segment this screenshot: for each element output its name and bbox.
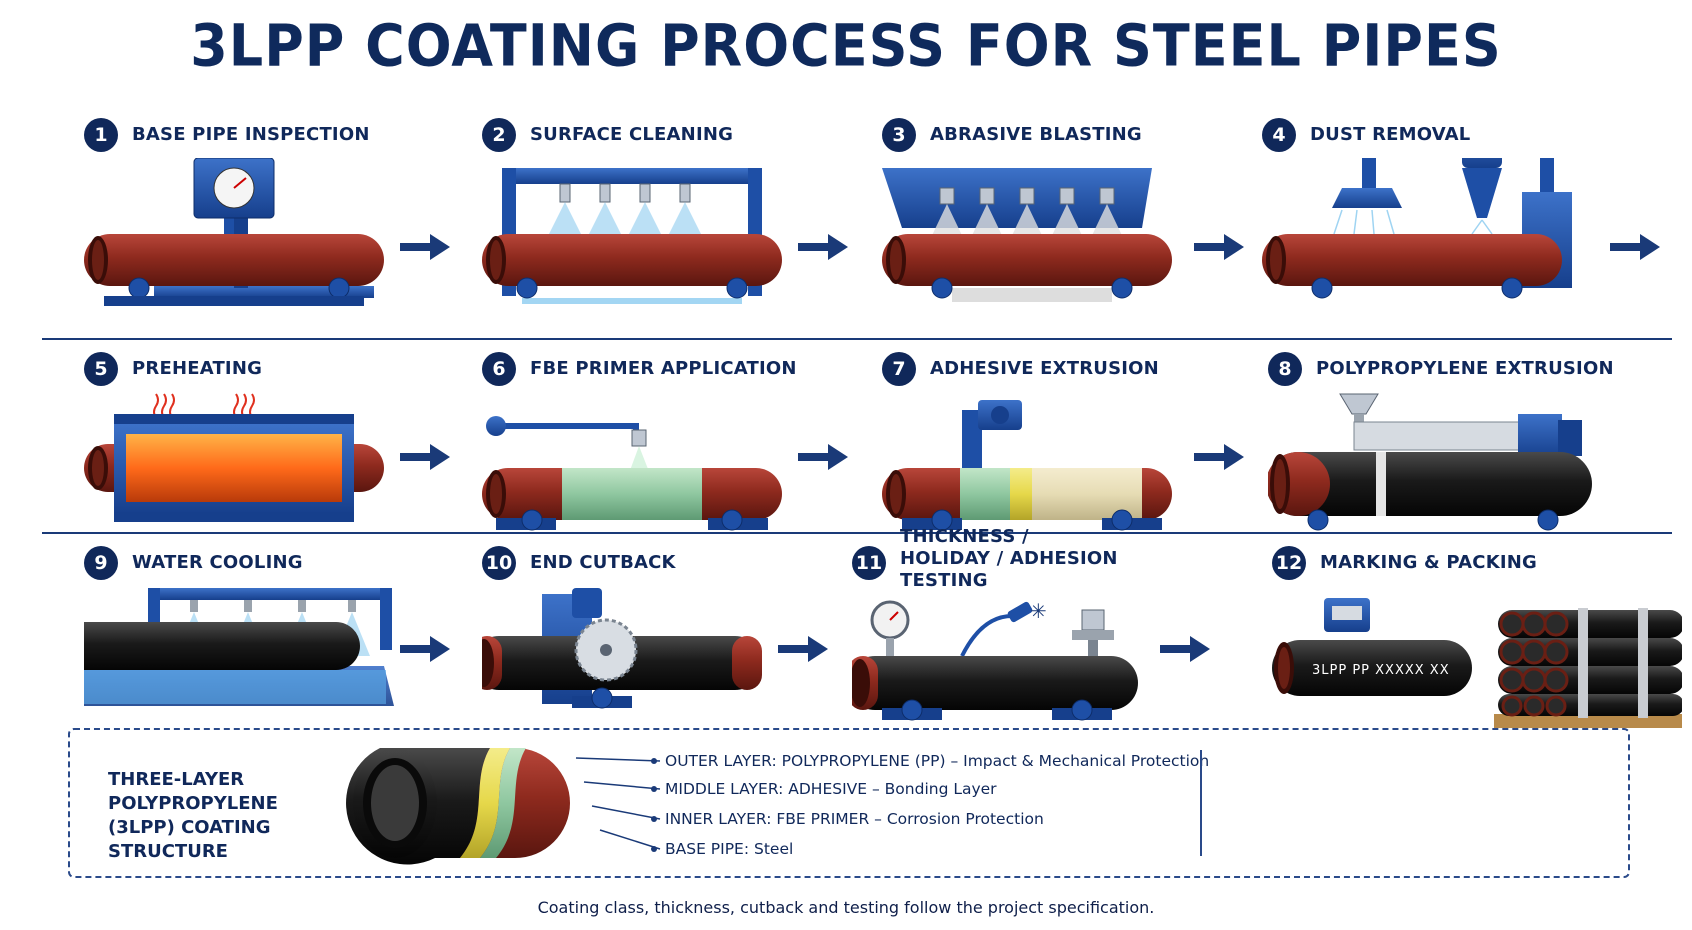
step-label: WATER COOLING (132, 552, 303, 573)
marker-icon: 3LPP PP XXXXX XX (1272, 598, 1682, 728)
extruder-icon (882, 400, 1172, 531)
step-number: 2 (482, 118, 516, 152)
step-label: SURFACE CLEANING (530, 124, 734, 145)
step-8: 8 POLYPROPYLENE EXTRUSION (1268, 352, 1668, 552)
legend-layer-desc: – Impact & Mechanical Protection (945, 752, 1210, 770)
legend-separator (1200, 750, 1202, 856)
extruder-hopper-icon (1268, 393, 1592, 531)
step-label: ADHESIVE EXTRUSION (930, 358, 1159, 379)
step-number: 8 (1268, 352, 1302, 386)
step-11: 11 THICKNESS / HOLIDAY / ADHESION TESTIN… (852, 526, 1252, 746)
step-4: 4 DUST REMOVAL (1262, 118, 1662, 318)
step-6: 6 FBE PRIMER APPLICATION (482, 352, 882, 552)
step-label: ABRASIVE BLASTING (930, 124, 1142, 145)
flow-arrow-icon (778, 636, 828, 662)
flow-arrow-icon (1610, 234, 1660, 260)
legend-row-inner: INNER LAYER: FBE PRIMER – Corrosion Prot… (651, 810, 1044, 828)
step-number: 1 (84, 118, 118, 152)
step-7: 7 ADHESIVE EXTRUSION (882, 352, 1282, 552)
step-10: 10 END CUTBACK (482, 546, 882, 746)
flow-arrow-icon (1194, 444, 1244, 470)
step-number: 7 (882, 352, 916, 386)
step-1: 1 BASE PIPE INSPECTION (84, 118, 484, 318)
legend-layer-name: BASE PIPE: (665, 840, 750, 858)
step-label: END CUTBACK (530, 552, 676, 573)
flow-arrow-icon (1194, 234, 1244, 260)
svg-text:✳: ✳ (1030, 599, 1047, 623)
step-3: 3 ABRASIVE BLASTING (882, 118, 1282, 318)
pipe-marking-text: 3LPP PP XXXXX XX (1312, 663, 1450, 678)
step-number: 6 (482, 352, 516, 386)
gauge-icon (84, 158, 384, 306)
step-12: 12 MARKING & PACKING 3LPP PP XXXXX XX (1272, 546, 1682, 746)
step-number: 12 (1272, 546, 1306, 580)
coated-pipe-cross-section-icon (346, 748, 570, 865)
water-spray-icon (84, 588, 394, 706)
step-label: MARKING & PACKING (1320, 552, 1537, 573)
legend-title: THREE-LAYER POLYPROPYLENE (3LPP) COATING… (108, 769, 278, 862)
legend-layer-name: MIDDLE LAYER: ADHESIVE (665, 780, 868, 798)
step-label: FBE PRIMER APPLICATION (530, 358, 797, 379)
step-number: 3 (882, 118, 916, 152)
legend-row-middle: MIDDLE LAYER: ADHESIVE – Bonding Layer (651, 780, 997, 798)
row-divider (42, 338, 1672, 340)
step-label: THICKNESS / HOLIDAY / ADHESION TESTING (900, 526, 1118, 591)
test-gauge-icon: ✳ (852, 599, 1138, 721)
step-9: 9 WATER COOLING (84, 546, 484, 746)
heat-icon (84, 393, 384, 522)
flow-arrow-icon (400, 636, 450, 662)
legend-layer-desc: – Corrosion Protection (869, 810, 1044, 828)
flow-arrow-icon (798, 234, 848, 260)
step-label: POLYPROPYLENE EXTRUSION (1316, 358, 1614, 379)
step-label: BASE PIPE INSPECTION (132, 124, 370, 145)
coating-structure-legend: THREE-LAYER POLYPROPYLENE (3LPP) COATING… (68, 728, 1630, 878)
step-number: 10 (482, 546, 516, 580)
legend-layer-name: OUTER LAYER: POLYPROPYLENE (PP) (665, 752, 946, 770)
blast-nozzle-icon (882, 168, 1172, 302)
flow-arrow-icon (400, 444, 450, 470)
saw-icon (482, 588, 762, 709)
pipe-bundle-icon (1494, 608, 1682, 728)
step-number: 5 (84, 352, 118, 386)
spray-gun-icon (482, 416, 782, 531)
flow-arrow-icon (1160, 636, 1210, 662)
step-label: PREHEATING (132, 358, 263, 379)
legend-row-outer: OUTER LAYER: POLYPROPYLENE (PP) – Impact… (651, 752, 1210, 770)
step-5: 5 PREHEATING (84, 352, 484, 552)
step-label: DUST REMOVAL (1310, 124, 1471, 145)
step-number: 9 (84, 546, 118, 580)
legend-leader-lines (575, 757, 661, 850)
legend-layer-desc: Steel (749, 840, 794, 858)
step-number: 11 (852, 546, 886, 580)
legend-layer-name: INNER LAYER: FBE PRIMER (665, 810, 870, 828)
page-title: 3LPP COATING PROCESS FOR STEEL PIPES (190, 11, 1502, 80)
legend-row-base: BASE PIPE: Steel (651, 840, 794, 858)
row-divider (42, 532, 1672, 534)
step-2: 2 SURFACE CLEANING (482, 118, 882, 318)
footnote: Coating class, thickness, cutback and te… (537, 898, 1155, 917)
legend-layer-desc: – Bonding Layer (867, 780, 997, 798)
spray-nozzle-icon (482, 168, 782, 304)
flow-arrow-icon (798, 444, 848, 470)
cyclone-icon (1262, 158, 1572, 299)
flow-arrow-icon (400, 234, 450, 260)
step-number: 4 (1262, 118, 1296, 152)
